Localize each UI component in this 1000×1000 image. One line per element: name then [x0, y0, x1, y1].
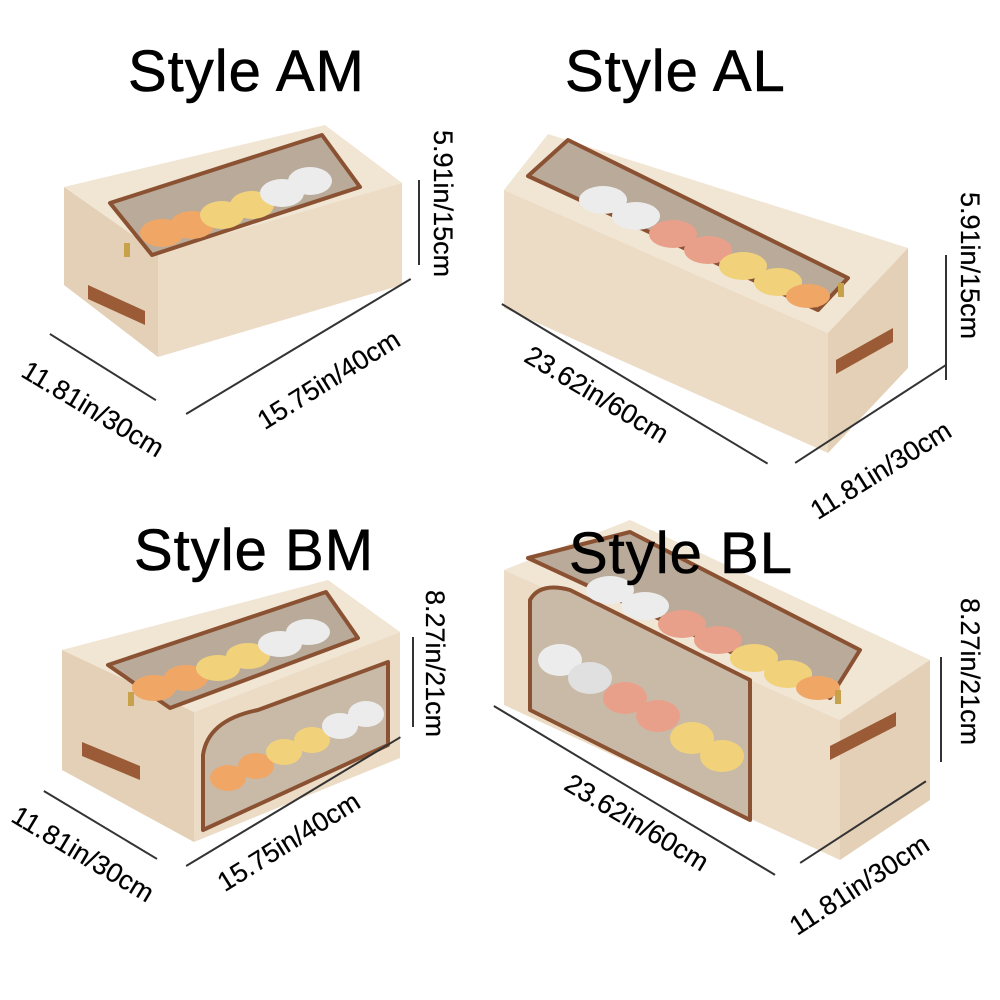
shoes-row-top	[132, 619, 330, 701]
height-dimension-line	[418, 180, 420, 265]
storage-box-image	[62, 580, 400, 842]
height-dimension-label: 5.91in/15cm	[428, 130, 458, 278]
height-dimension-label: 5.91in/15cm	[955, 192, 985, 340]
height-dimension-line	[945, 255, 947, 380]
shoes-row-bottom	[538, 644, 744, 772]
storage-box-image	[64, 125, 402, 357]
product-title: Style BL	[569, 521, 793, 587]
height-dimension-label: 8.27in/21cm	[420, 590, 450, 738]
product-title: Style AL	[565, 39, 786, 105]
storage-box-image	[504, 134, 908, 453]
storage-box-image	[504, 520, 930, 860]
height-dimension-line	[940, 657, 942, 762]
product-title: Style BM	[134, 518, 375, 584]
shoes-row-top	[586, 576, 840, 700]
product-title: Style AM	[128, 39, 365, 105]
shoes-row-bottom	[210, 701, 384, 791]
shoes-row	[579, 186, 830, 308]
height-dimension-label: 8.27in/21cm	[955, 598, 985, 746]
height-dimension-line	[412, 637, 414, 727]
width-dimension-label: 11.81in/30cm	[16, 355, 170, 464]
shoes-row	[140, 167, 332, 247]
